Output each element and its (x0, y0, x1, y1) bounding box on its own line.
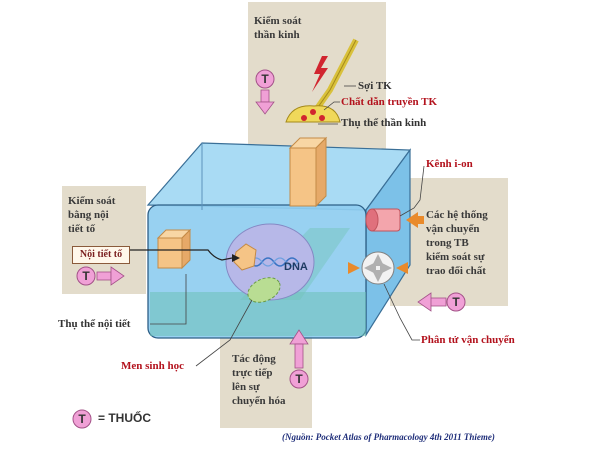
drug-neural: T (255, 69, 275, 115)
transporter-label: Phân tử vận chuyển (421, 334, 515, 346)
drug-arrow-endocrine-head (110, 266, 125, 286)
legend-drug-symbol-text: T (78, 412, 86, 426)
drug-symbol-neural-text: T (261, 72, 269, 86)
vesicle (319, 115, 325, 121)
vesicle (310, 109, 316, 115)
ion-channel-label: Kênh i-on (426, 158, 473, 170)
drug-symbol-direct (289, 369, 309, 389)
drug-symbol-transport-text: T (452, 295, 460, 309)
intracellular-receptor-shape (233, 243, 257, 271)
lightning-icon (312, 56, 328, 92)
direct-action-label: Tác động trực tiếp lên sự chuyển hóa (232, 353, 286, 407)
leader-line-neurotransmitter (323, 101, 340, 111)
cell-teal-band-1 (150, 292, 366, 336)
drug-arrow-neural-head (255, 101, 275, 115)
endocrine-control-title: Kiểm soát bằng nội tiết tố (68, 195, 116, 235)
leader-lines (150, 85, 425, 367)
nerve-fiber-edge (315, 39, 357, 111)
drug-arrow-transport-head (417, 292, 432, 312)
dna-label: DNA (284, 261, 308, 273)
neural-receptor (288, 136, 328, 208)
transporter-body (361, 251, 395, 285)
nerve-fiber-label: Sợi TK (358, 80, 392, 92)
ion-channel-arrow-tail (416, 216, 424, 224)
hormone-box: Nội tiết tố (72, 246, 130, 264)
neural-receptor-front (289, 147, 317, 207)
neural-receptor-side (315, 136, 327, 208)
membrane-receptor-left (156, 228, 192, 270)
legend-drug-symbol (72, 409, 92, 429)
transporter (348, 251, 408, 285)
enzyme-shape (247, 277, 281, 303)
intracellular-receptor (233, 243, 257, 271)
legend-text: = THUỐC (98, 411, 152, 425)
nerve-terminal (285, 38, 359, 123)
ion-channel (365, 208, 424, 232)
endocrine-receptor-label: Thụ thể nội tiết (58, 318, 131, 330)
leader-line-endocrine-receptor (150, 274, 187, 325)
neural-receptor-label: Thụ thể thần kinh (341, 117, 427, 129)
leader-line-transporter (383, 283, 420, 341)
drug-endocrine: T (76, 266, 125, 286)
leader-line-enzyme (195, 299, 253, 367)
drug-arrow-endocrine-stem (96, 271, 112, 281)
leader-line-ion-channel (399, 165, 425, 217)
ion-channel-mouth (365, 208, 379, 232)
enzyme-label: Men sinh học (121, 360, 184, 372)
drug-direct: T (289, 329, 309, 389)
nucleus-body (225, 223, 315, 301)
hormone-arrow-head (232, 254, 240, 262)
drug-symbol-neural (255, 69, 275, 89)
drug-symbol-endocrine (76, 266, 96, 286)
transporter-arrow (396, 262, 408, 274)
ion-channel-arrow (406, 212, 418, 228)
transport-systems-label: Các hệ thống vận chuyển trong TB kiểm so… (426, 209, 488, 277)
source-citation: (Nguồn: Pocket Atlas of Pharmacology 4th… (282, 432, 495, 442)
vesicle (301, 115, 307, 121)
drug-arrow-transport-stem (429, 297, 447, 307)
transporter-arrow (348, 262, 360, 274)
drug-arrow-direct-stem (294, 343, 304, 369)
neural-control-title: Kiểm soát thần kinh (254, 15, 302, 41)
drug-symbol-direct-text: T (295, 372, 303, 386)
drug-transport: T (417, 292, 466, 312)
drug-symbol-transport (446, 292, 466, 312)
transporter-blade (364, 262, 376, 274)
membrane-receptor-front (157, 237, 183, 269)
drug-arrow-neural-stem (260, 89, 270, 103)
neurotransmitter-label: Chất dẫn truyền TK (341, 96, 438, 108)
cell-top-face (146, 142, 412, 211)
drug-symbol-endocrine-text: T (82, 269, 90, 283)
hormone-path-arrow (128, 249, 233, 261)
